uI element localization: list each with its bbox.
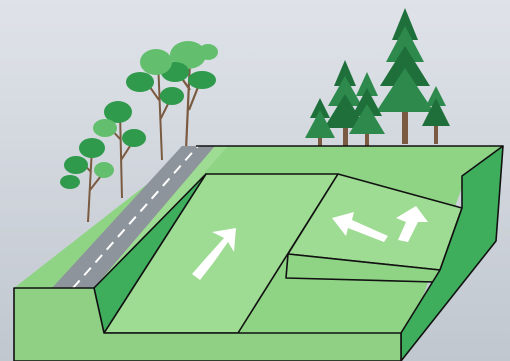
up-arrow-icon xyxy=(396,206,428,242)
left-arrow-icon xyxy=(332,212,388,242)
terrain-block xyxy=(13,145,504,361)
conifer-tree-icon xyxy=(324,60,366,162)
deciduous-tree-icon xyxy=(60,138,114,223)
conifer-tree-icon xyxy=(422,86,450,144)
road-verge xyxy=(94,146,228,288)
deciduous-tree-icon xyxy=(126,49,184,161)
conifer-tree-icon xyxy=(376,8,434,144)
conifer-tree-icon xyxy=(349,72,385,160)
deciduous-trees xyxy=(60,41,218,223)
conifer-trees xyxy=(305,8,450,162)
road-center-line xyxy=(72,145,199,289)
deciduous-tree-icon xyxy=(161,41,218,151)
conifer-tree-icon xyxy=(305,98,335,160)
front-face xyxy=(13,287,402,361)
road xyxy=(52,146,215,288)
up-arrow-icon xyxy=(192,228,236,280)
deciduous-tree-icon xyxy=(93,101,146,199)
